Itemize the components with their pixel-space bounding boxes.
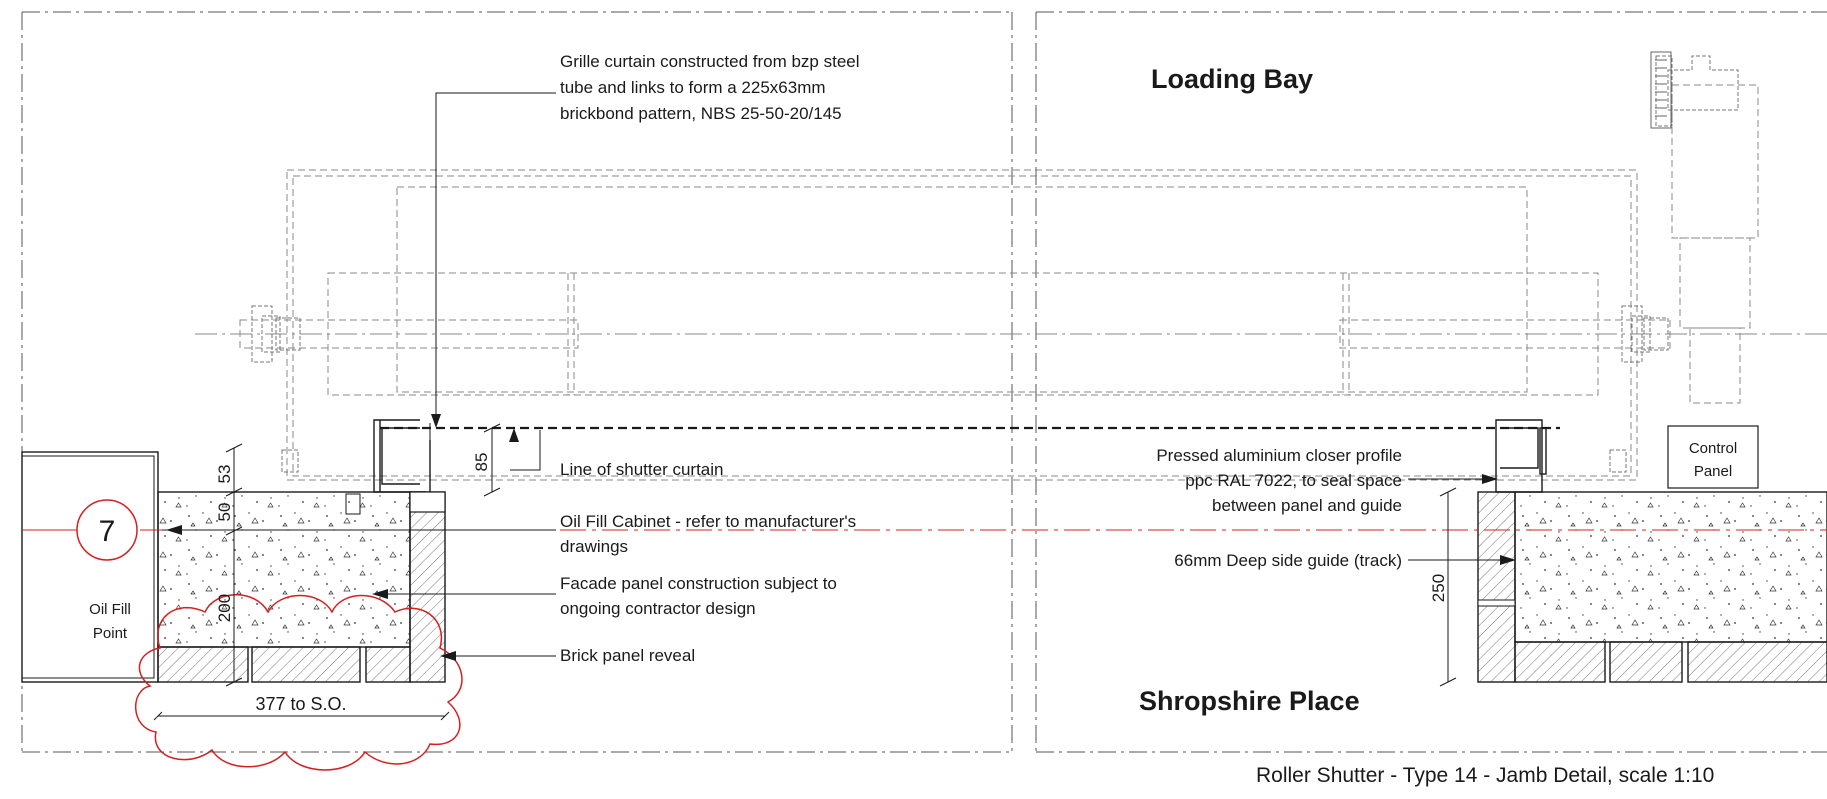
sheet-frame-left: [21, 11, 1013, 753]
dim-250: 250: [1429, 574, 1448, 602]
oil-fill-point-label-1: Oil Fill: [89, 601, 131, 618]
shropshire-place-heading: Shropshire Place: [1139, 686, 1360, 716]
shutter-box-hidden-lines: [239, 84, 1759, 481]
right-facade-panel: [1477, 491, 1827, 683]
revision-cloud: [135, 594, 463, 771]
top-right-chain-detail: [1650, 51, 1672, 129]
dim-200: 200: [215, 594, 234, 622]
dim-53: 53: [215, 465, 234, 484]
annotation-leaders: [162, 92, 1512, 657]
note-grille-3: brickbond pattern, NBS 25-50-20/145: [560, 104, 842, 123]
note-oil-cabinet-2: drawings: [560, 537, 628, 556]
control-panel-box: [1667, 425, 1759, 489]
note-closer-2: ppc RAL 7022, to seal space: [1185, 471, 1402, 490]
oil-fill-point-box: [21, 451, 159, 683]
drawing-caption: Roller Shutter - Type 14 - Jamb Detail, …: [1256, 764, 1714, 787]
dim-50: 50: [215, 503, 234, 522]
note-brick-reveal: Brick panel reveal: [560, 646, 695, 665]
note-closer-3: between panel and guide: [1212, 496, 1402, 515]
grid-marker-circle: [76, 499, 138, 561]
grid-marker-number: 7: [99, 515, 116, 548]
dim-85: 85: [472, 453, 491, 472]
annotation-arrowheads: [166, 414, 1516, 661]
sheet-frame-right: [1035, 11, 1827, 753]
note-facade-2: ongoing contractor design: [560, 599, 756, 618]
note-closer-1: Pressed aluminium closer profile: [1156, 446, 1402, 465]
loading-bay-heading: Loading Bay: [1151, 64, 1313, 94]
note-grille-2: tube and links to form a 225x63mm: [560, 78, 826, 97]
bracket-details: [251, 55, 1739, 473]
left-facade-panel: [157, 491, 446, 683]
note-shutter-line: Line of shutter curtain: [560, 460, 723, 479]
note-side-guide: 66mm Deep side guide (track): [1174, 551, 1402, 570]
dimension-lines: [153, 423, 1457, 721]
control-panel-label-2: Panel: [1694, 463, 1732, 480]
oil-fill-point-label-2: Point: [93, 625, 128, 642]
note-grille-1: Grille curtain constructed from bzp stee…: [560, 52, 860, 71]
note-oil-cabinet-1: Oil Fill Cabinet - refer to manufacturer…: [560, 512, 856, 531]
control-panel-label-1: Control: [1689, 440, 1737, 457]
right-side-guide: [1495, 419, 1547, 493]
left-side-guide: [373, 419, 431, 493]
note-facade-1: Facade panel construction subject to: [560, 574, 837, 593]
dim-377: 377 to S.O.: [255, 694, 346, 714]
